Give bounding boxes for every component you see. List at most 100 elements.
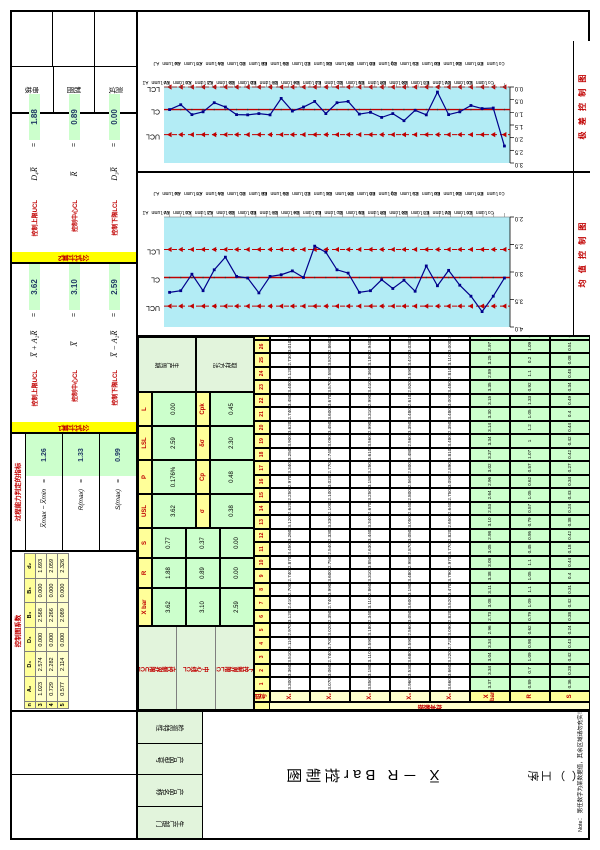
sample-value[interactable]: 3.020 [310, 474, 350, 489]
sample-value[interactable]: 2.970 [430, 555, 470, 570]
sample-value[interactable]: 2.920 [390, 380, 430, 394]
sample-value[interactable]: 3.300 [270, 677, 310, 691]
sample-value[interactable]: 3.850 [350, 677, 390, 691]
sample-value[interactable]: 3.590 [390, 366, 430, 381]
sample-value[interactable]: 3.560 [350, 434, 390, 448]
data-point[interactable] [257, 112, 261, 115]
sample-value[interactable]: 2.990 [350, 420, 390, 435]
data-point[interactable] [469, 104, 473, 107]
sample-value[interactable]: 3.790 [430, 569, 470, 583]
sample-value[interactable]: 3.250 [350, 461, 390, 475]
sample-value[interactable]: 3.070 [310, 677, 350, 691]
sample-value[interactable]: 2.700 [270, 582, 310, 597]
header-field-characteristic[interactable]: 检测特性 [138, 712, 202, 743]
data-point[interactable] [357, 112, 361, 116]
sample-value[interactable]: 2.980 [390, 555, 430, 570]
sample-value[interactable]: 3.410 [350, 380, 390, 394]
sample-value[interactable]: 3.310 [350, 569, 390, 583]
sample-value[interactable]: 3.120 [270, 515, 310, 529]
sample-value[interactable]: 3.450 [430, 380, 470, 394]
sample-value[interactable]: 2.100 [310, 488, 350, 502]
sample-value[interactable]: 3.440 [350, 528, 390, 543]
data-point[interactable] [413, 108, 417, 112]
sample-value[interactable]: 2.740 [270, 569, 310, 583]
sample-value[interactable]: 2.650 [430, 515, 470, 529]
sample-value[interactable]: 3.310 [350, 407, 390, 421]
sample-value[interactable]: 3.010 [270, 339, 310, 354]
sample-value[interactable]: 3.030 [390, 339, 430, 354]
data-point[interactable] [201, 289, 205, 293]
data-point[interactable] [447, 268, 451, 272]
sample-value[interactable]: 2.560 [390, 623, 430, 637]
sample-value[interactable]: 2.890 [430, 461, 470, 475]
data-point[interactable] [503, 276, 506, 280]
sample-value[interactable]: 3.000 [430, 393, 470, 408]
sample-value[interactable]: 3.250 [270, 447, 310, 462]
sample-value[interactable]: 3.850 [350, 555, 390, 570]
data-point[interactable] [268, 274, 272, 278]
sample-value[interactable]: 2.560 [390, 434, 430, 448]
sample-value[interactable]: 3.810 [430, 447, 470, 462]
sample-value[interactable]: 2.810 [430, 366, 470, 381]
sample-value[interactable]: 2.750 [430, 488, 470, 502]
data-point[interactable] [413, 289, 417, 293]
sample-value[interactable]: 2.720 [430, 636, 470, 651]
sample-value[interactable]: 2.970 [270, 474, 310, 489]
data-point[interactable] [313, 244, 317, 248]
sample-value[interactable]: 3.180 [350, 663, 390, 678]
data-point[interactable] [279, 273, 283, 277]
sample-value[interactable]: 3.350 [390, 420, 430, 435]
sample-value[interactable]: 3.340 [350, 515, 390, 529]
sample-value[interactable]: 2.740 [310, 650, 350, 664]
data-point[interactable] [179, 103, 183, 107]
sample-value[interactable]: 2.870 [390, 542, 430, 556]
data-point[interactable] [302, 276, 305, 279]
sample-value[interactable]: 3.600 [310, 569, 350, 583]
sample-value[interactable]: 3.250 [350, 488, 390, 502]
sample-value[interactable]: 3.600 [310, 407, 350, 421]
sample-value[interactable]: 3.410 [390, 353, 430, 367]
sample-value[interactable]: 3.680 [390, 650, 430, 664]
data-point[interactable] [458, 283, 462, 287]
sample-value[interactable]: 2.960 [390, 677, 430, 691]
sample-value[interactable]: 2.800 [390, 461, 430, 475]
sample-value[interactable]: 2.970 [270, 623, 310, 637]
sample-value[interactable]: 3.060 [310, 663, 350, 678]
data-point[interactable] [268, 113, 272, 117]
sample-value[interactable]: 2.330 [310, 528, 350, 543]
sample-value[interactable]: 3.180 [390, 582, 430, 597]
data-point[interactable] [235, 113, 238, 117]
sample-value[interactable]: 2.410 [270, 596, 310, 610]
header-field-dept[interactable]: 生产部门 [138, 806, 202, 838]
sample-value[interactable]: 3.090 [430, 623, 470, 637]
sample-value[interactable]: 3.670 [310, 393, 350, 408]
data-point[interactable] [324, 250, 328, 254]
data-point[interactable] [436, 284, 439, 288]
analysis-blank-col-1[interactable] [12, 774, 136, 838]
data-point[interactable] [447, 113, 451, 117]
data-point[interactable] [346, 271, 350, 275]
data-point[interactable] [235, 274, 238, 278]
sample-value[interactable]: 2.580 [310, 366, 350, 381]
data-point[interactable] [179, 289, 183, 293]
sample-value[interactable]: 3.780 [270, 337, 310, 340]
sample-value[interactable]: 2.670 [350, 501, 390, 516]
sample-value[interactable]: 3.050 [390, 515, 430, 529]
data-point[interactable] [190, 272, 194, 276]
data-point[interactable] [380, 278, 384, 282]
sample-value[interactable]: 3.330 [310, 515, 350, 529]
